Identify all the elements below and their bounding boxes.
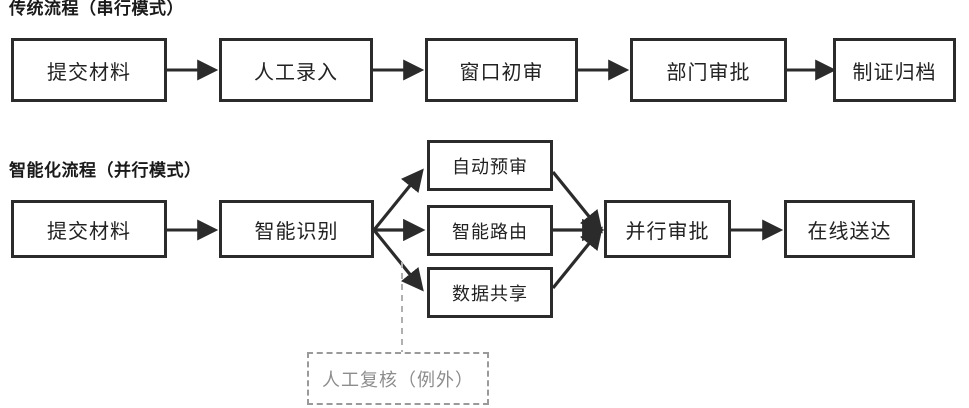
node-manual-review-exception[interactable]: 人工复核（例外） [307, 352, 489, 405]
node-certificate-archiving[interactable]: 制证归档 [833, 38, 956, 102]
node-online-delivery[interactable]: 在线送达 [784, 200, 915, 258]
node-data-sharing[interactable]: 数据共享 [427, 267, 553, 318]
traditional-flow-title: 传统流程（串行模式） [9, 0, 184, 18]
arrow-dispatcher-to-auto-prereview [372, 168, 424, 232]
arrow-dispatcher-to-data-sharing [372, 228, 424, 292]
node-window-review[interactable]: 窗口初审 [425, 38, 578, 102]
node-smart-routing[interactable]: 智能路由 [427, 205, 553, 256]
node-smart-recognition[interactable]: 智能识别 [219, 200, 374, 258]
node-submit-materials-smart[interactable]: 提交材料 [11, 200, 167, 258]
node-manual-entry[interactable]: 人工录入 [219, 38, 373, 102]
node-submit-materials-traditional[interactable]: 提交材料 [11, 38, 167, 102]
node-department-approval[interactable]: 部门审批 [630, 38, 787, 102]
arrow-auto-prereview-to-parallel-approval [551, 170, 603, 234]
node-auto-prereview[interactable]: 自动预审 [427, 140, 553, 191]
node-parallel-approval[interactable]: 并行审批 [604, 200, 731, 258]
arrow-data-sharing-to-parallel-approval [551, 226, 603, 290]
smart-flow-title: 智能化流程（并行模式） [9, 161, 202, 180]
